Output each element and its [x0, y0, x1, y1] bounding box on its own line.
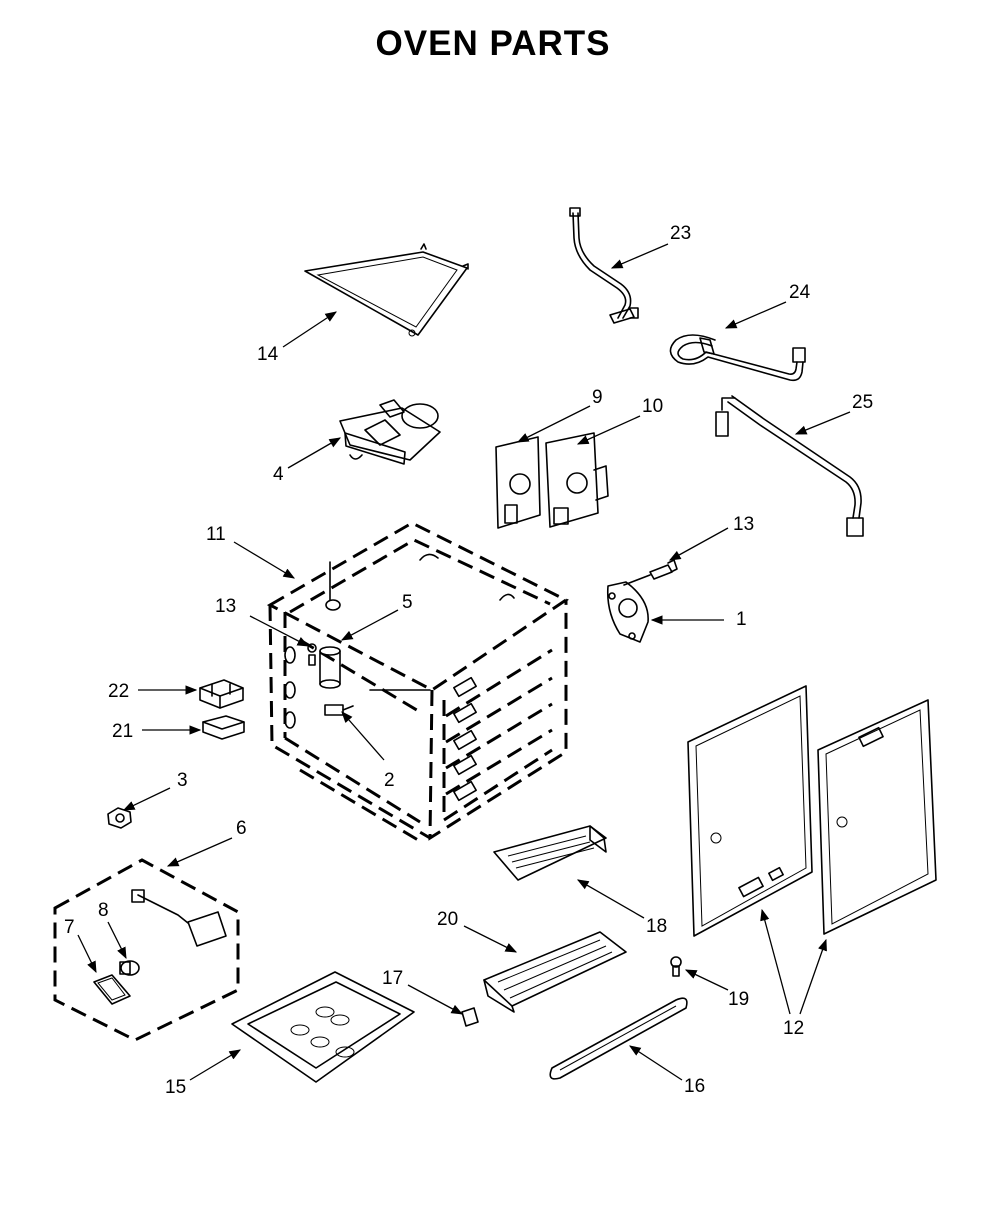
part-8-bulb[interactable]	[119, 960, 140, 976]
callout-labels: 23 24 25 14 9 10 4 11 13 13 5 1 22 21 2 …	[64, 223, 873, 1098]
callout-6: 6	[236, 818, 247, 839]
part-14-plate[interactable]	[304, 243, 469, 337]
callout-14: 14	[257, 344, 279, 365]
part-7-lens[interactable]	[93, 974, 131, 1005]
part-6-kit[interactable]	[53, 858, 240, 1042]
callout-8: 8	[98, 900, 109, 921]
callout-18: 18	[646, 916, 667, 937]
callout-4: 4	[273, 464, 284, 485]
callout-9: 9	[592, 387, 603, 408]
part-10-switch[interactable]	[545, 432, 609, 528]
part-13-screw-right[interactable]	[623, 559, 678, 586]
callout-2: 2	[384, 770, 395, 791]
leader-lines	[77, 243, 851, 1081]
callout-12: 12	[783, 1018, 804, 1039]
part-21-block[interactable]	[202, 715, 245, 740]
part-20-element[interactable]	[483, 931, 627, 1013]
callout-20: 20	[437, 909, 458, 930]
callout-7: 7	[64, 917, 75, 938]
part-12-panel-left[interactable]	[687, 685, 813, 937]
part-11-oven-cavity[interactable]	[266, 521, 569, 842]
part-3-nut[interactable]	[107, 807, 132, 829]
part-1-igniter[interactable]	[606, 581, 649, 643]
callout-25: 25	[852, 392, 873, 413]
callout-13-left: 13	[215, 596, 236, 617]
part-22-block[interactable]	[199, 679, 244, 709]
part-15-pan[interactable]	[231, 971, 415, 1083]
callout-10: 10	[642, 396, 663, 417]
callout-11: 11	[206, 524, 226, 545]
callout-16: 16	[684, 1076, 705, 1097]
callout-24: 24	[789, 282, 811, 303]
callout-19: 19	[728, 989, 749, 1010]
callout-22: 22	[108, 681, 129, 702]
part-24-burner-tube[interactable]	[669, 334, 806, 382]
part-16-rod[interactable]	[549, 997, 688, 1080]
part-12-panel-right[interactable]	[817, 699, 937, 935]
callout-17: 17	[382, 968, 403, 989]
callout-5: 5	[402, 592, 413, 613]
callout-15: 15	[165, 1077, 186, 1098]
part-9-switch[interactable]	[495, 436, 541, 529]
callout-21: 21	[112, 721, 133, 742]
callout-23: 23	[670, 223, 691, 244]
part-4-motor-bracket[interactable]	[339, 399, 441, 465]
diagram-title: OVEN PARTS	[375, 24, 611, 63]
callout-1: 1	[736, 609, 747, 630]
part-17-clip[interactable]	[461, 1007, 479, 1027]
part-13-screw-left[interactable]	[307, 643, 317, 666]
part-23-gas-tube[interactable]	[569, 207, 639, 324]
part-5-cylinder[interactable]	[319, 561, 341, 689]
callout-3: 3	[177, 770, 188, 791]
part-2-clip[interactable]	[324, 704, 354, 716]
part-19-screw[interactable]	[670, 956, 682, 977]
part-25-long-tube[interactable]	[715, 395, 864, 537]
part-18-element[interactable]	[493, 825, 607, 881]
callout-13-right: 13	[733, 514, 754, 535]
